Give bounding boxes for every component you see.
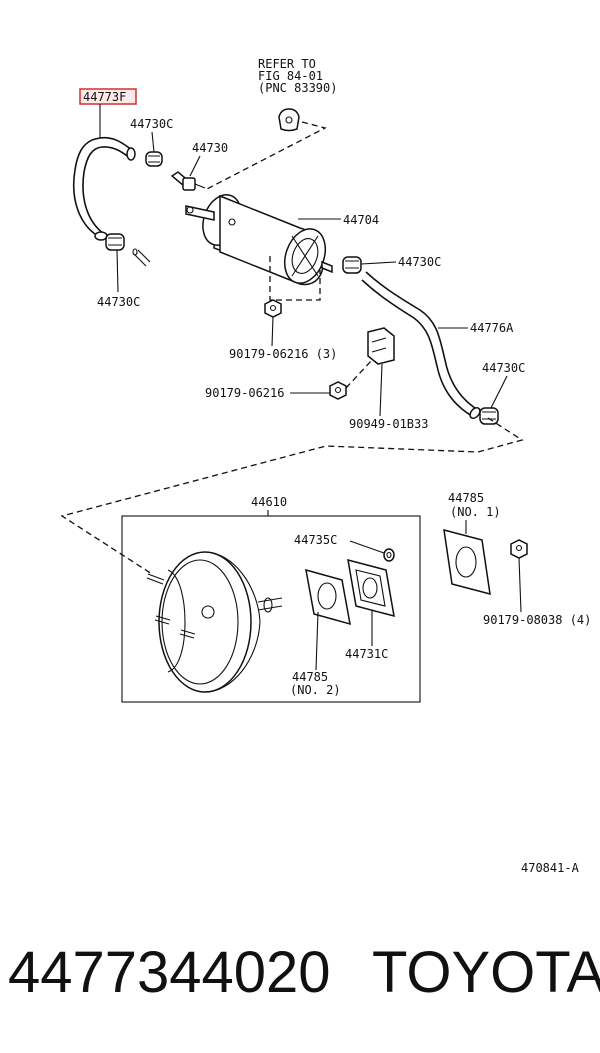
bracket-90949-01B33[interactable] [367,327,395,365]
dashed-leader-refer [204,121,327,191]
refer-line-1: REFER TO [258,57,316,71]
leader-90179-06216-3 [271,316,274,347]
brand-name: TOYOTA [372,940,600,1005]
dashed-leader-assembly [60,417,524,575]
figure-code: 470841-A [521,861,580,875]
label-44730C-right-upper[interactable]: 44730C [398,255,441,269]
part-number: 4477344020 [8,940,331,1005]
leader-44730C-right-upper [360,261,397,265]
label-44730C-left[interactable]: 44730C [97,295,140,309]
vacuum-tank-44704[interactable] [185,189,333,288]
pipe-stub [132,248,151,267]
leader-44735C [349,540,385,554]
leader-44730C-upper [151,131,155,153]
label-44730[interactable]: 44730 [192,141,228,155]
leader-44785-no2 [315,611,319,671]
clamp-44730C-right-lower[interactable] [479,407,499,425]
gasket-44785-no2[interactable] [305,568,351,626]
label-44785-no1-suffix: (NO. 1) [450,505,501,519]
booster-assembly-box [121,515,421,703]
leader-90949-01B33 [379,363,383,417]
label-44730C-upper[interactable]: 44730C [130,117,173,131]
label-44776A[interactable]: 44776A [470,321,514,335]
leader-44730C-right-lower [490,375,508,409]
leader-44730 [189,155,201,177]
label-44773F[interactable]: 44773F [83,90,126,104]
brake-booster-44610[interactable] [146,551,283,693]
label-90179-06216[interactable]: 90179-06216 [205,386,284,400]
label-44735C[interactable]: 44735C [294,533,337,547]
leader-44730C-left [116,249,119,293]
clamp-44730C-left[interactable] [105,233,125,251]
gasket-44731C[interactable] [347,558,395,618]
clamp-44730C-upper[interactable] [145,151,163,167]
label-44704[interactable]: 44704 [343,213,379,227]
dashed-leader-bracket [345,359,373,389]
check-valve-refer [278,108,300,132]
connector-44730[interactable] [170,171,206,191]
highlight-box [79,88,137,105]
label-44785-no1[interactable]: 44785 [448,491,484,505]
refer-line-2: FIG 84-01 [258,69,323,83]
label-44610[interactable]: 44610 [251,495,287,509]
dashed-leader-bolt [269,256,321,301]
label-90949-01B33[interactable]: 90949-01B33 [349,417,428,431]
nut-90179-06216[interactable] [329,381,347,400]
label-44730C-right-lower[interactable]: 44730C [482,361,525,375]
label-44785-no2-suffix: (NO. 2) [290,683,341,697]
refer-line-3: (PNC 83390) [258,81,337,95]
leader-90179-08038 [518,557,522,613]
hose-44776A[interactable] [361,271,482,420]
label-44731C[interactable]: 44731C [345,647,388,661]
clamp-44730C-right-upper[interactable] [342,256,362,274]
nut-90179-06216-3[interactable] [264,299,282,318]
nut-90179-08038[interactable] [510,539,528,559]
grommet-44735C[interactable] [383,548,395,562]
label-90179-06216-3[interactable]: 90179-06216 (3) [229,347,337,361]
label-90179-08038[interactable]: 90179-08038 (4) [483,613,591,627]
hose-44773F[interactable] [73,136,136,241]
gasket-44785-no1[interactable] [443,528,491,596]
label-44785-no2[interactable]: 44785 [292,670,328,684]
